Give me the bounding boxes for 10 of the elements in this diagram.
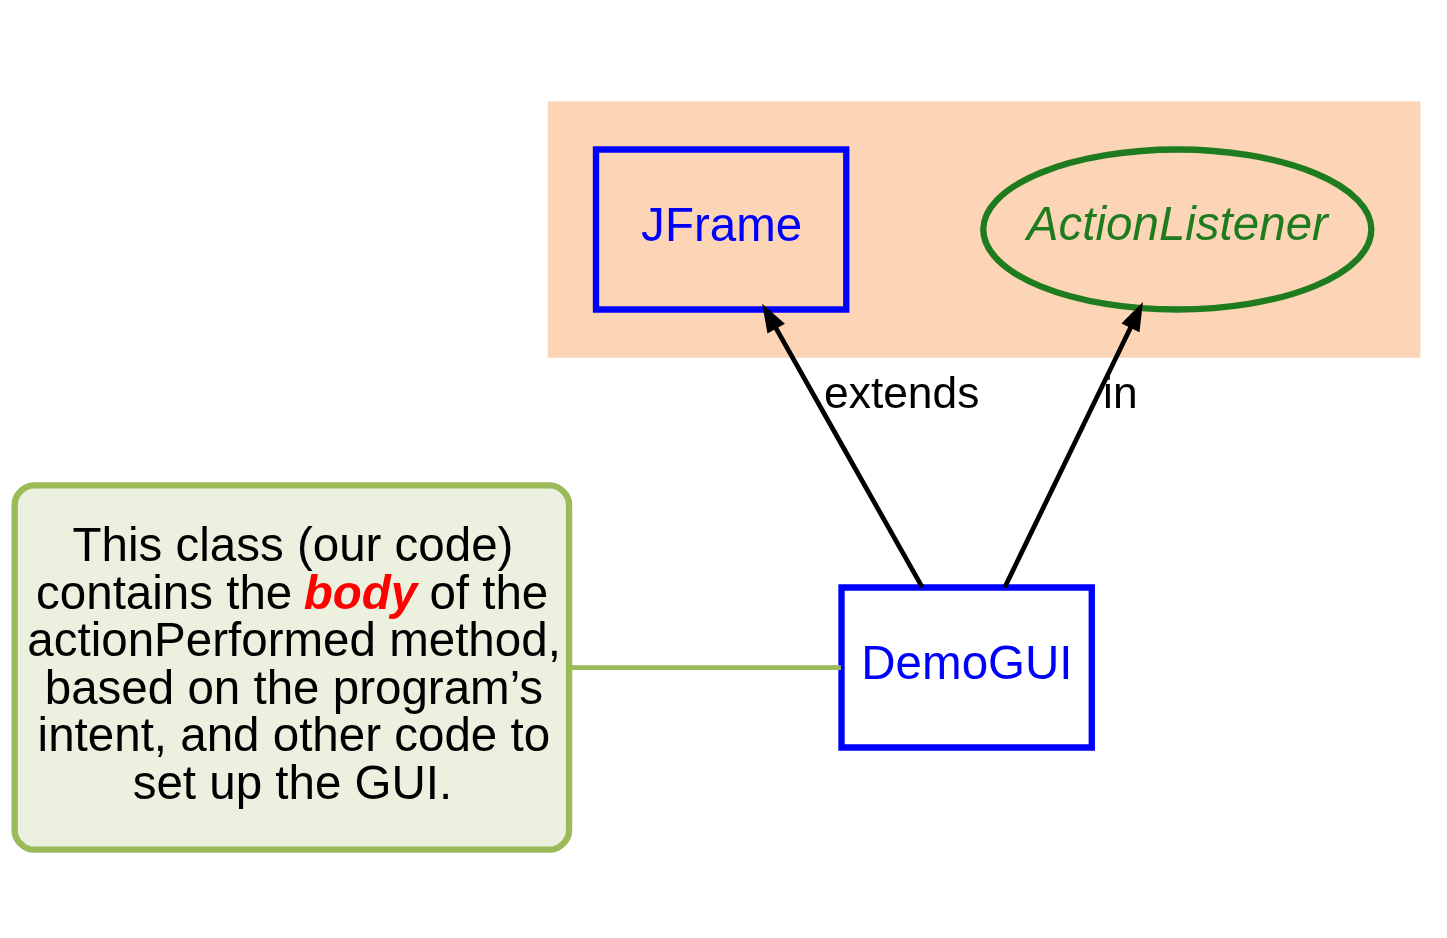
node-box: This class (our code) contains the body of the actionPerformed method, based on the program’s intent, and other code to set up the GUI. xyxy=(11,481,573,853)
connector xyxy=(569,664,841,670)
cluster xyxy=(547,100,1421,358)
node-ellipse: ActionListener xyxy=(980,145,1375,313)
node-box: JFrame xyxy=(592,145,850,313)
arrow xyxy=(1002,301,1143,588)
arrow xyxy=(762,303,925,588)
edge-label: in xyxy=(1103,367,1138,417)
node-box: DemoGUI xyxy=(838,583,1095,751)
edge-label: extends xyxy=(824,367,980,417)
